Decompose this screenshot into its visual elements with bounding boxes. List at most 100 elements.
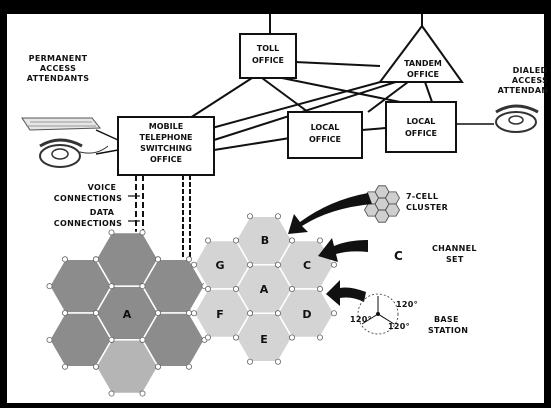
cell-site-node xyxy=(154,256,161,263)
channel-set-label-1: CHANNEL xyxy=(432,244,477,253)
dialed-attendant-label-2: ACCESS xyxy=(512,76,548,85)
cell-site-node xyxy=(108,390,115,397)
local-office-left-label-2: OFFICE xyxy=(309,135,341,144)
left-cell-cluster xyxy=(46,229,208,397)
cell-site-node xyxy=(139,283,146,290)
cell-site-node xyxy=(139,390,146,397)
cell-label-a: A xyxy=(260,283,269,296)
right-cell-cluster xyxy=(190,213,337,365)
cell-label-f: F xyxy=(216,308,224,321)
cluster-label-1: 7-CELL xyxy=(406,192,438,201)
telephone-icon xyxy=(39,138,109,168)
cell-site-node xyxy=(288,334,295,341)
cell-site-node xyxy=(190,261,197,268)
cell-site-node xyxy=(190,310,197,317)
mtso-label-2: TELEPHONE xyxy=(139,133,192,142)
tandem-office-label-1: TANDEM xyxy=(404,59,442,68)
cell-site-node xyxy=(154,363,161,370)
local-office-right-label-2: OFFICE xyxy=(405,129,437,138)
cell-site-node xyxy=(204,237,211,244)
cell-site-node xyxy=(154,309,161,316)
console-link xyxy=(95,129,119,141)
phone-link xyxy=(95,149,119,155)
angle-label-1: 120° xyxy=(396,300,418,309)
cell-site-node xyxy=(232,237,239,244)
data-trunk xyxy=(182,175,191,260)
cell-site-node xyxy=(93,363,100,370)
desk-console-icon xyxy=(21,117,102,131)
toll-office-label-2: OFFICE xyxy=(252,56,284,65)
cluster-label-2: CLUSTER xyxy=(406,203,448,212)
cell-label-b: B xyxy=(261,234,269,247)
base-station-label-2: STATION xyxy=(428,326,468,335)
cell-site-node xyxy=(288,285,295,292)
cell-label-e: E xyxy=(260,333,268,346)
cell-site-node xyxy=(139,229,146,236)
cell-site-node xyxy=(330,261,337,268)
cell-site-node xyxy=(46,283,53,290)
local-office-right-label-1: LOCAL xyxy=(407,117,436,126)
permanent-attendants-label-2: ACCESS xyxy=(40,64,76,73)
cell-site-node xyxy=(139,336,146,343)
local-office-right-box xyxy=(385,101,457,153)
cell-label-c: C xyxy=(303,259,311,272)
mtso-box xyxy=(117,116,215,176)
cell-site-node xyxy=(274,310,281,317)
mtso-label-4: OFFICE xyxy=(150,155,182,164)
cell-site-node xyxy=(330,310,337,317)
local-office-left-box xyxy=(287,111,363,159)
cell-site-node xyxy=(246,310,253,317)
angle-label-3: 120° xyxy=(388,322,410,331)
cell-site-node xyxy=(316,334,323,341)
channel-letter: C xyxy=(394,249,403,263)
base-station-label-1: BASE xyxy=(434,315,459,324)
cell-site-node xyxy=(93,309,100,316)
cell-site-node xyxy=(185,256,192,263)
cell-site-node xyxy=(62,363,69,370)
toll-office-box xyxy=(239,33,297,79)
permanent-attendants-label-3: ATTENDANTS xyxy=(27,74,90,83)
cell-site-node xyxy=(108,283,115,290)
tandem-office-label-2: OFFICE xyxy=(407,70,439,79)
cell-label-d: D xyxy=(302,308,311,321)
dialed-attendant-label-3: ATTENDAN xyxy=(498,86,549,95)
mtso-label-3: SWITCHING xyxy=(140,144,192,153)
connection-arrows xyxy=(128,195,140,222)
mini-cluster-hex xyxy=(364,203,379,217)
cell-site-node xyxy=(204,334,211,341)
cell-label-g: G xyxy=(215,259,224,272)
cell-site-node xyxy=(185,309,192,316)
cell-site-node xyxy=(62,256,69,263)
tandem-office-triangle xyxy=(378,24,464,83)
mtso-label-1: MOBILE xyxy=(149,122,183,131)
voice-label-2: CONNECTIONS xyxy=(54,194,122,203)
cell-site-node xyxy=(246,213,253,220)
cell-site-node xyxy=(316,237,323,244)
cell-site-node xyxy=(316,285,323,292)
cell-site-node xyxy=(232,285,239,292)
base-station-arrow xyxy=(326,280,366,306)
dialed-attendant-label-1: DIALED xyxy=(513,66,548,75)
angle-label-2: 120° xyxy=(350,315,372,324)
cell-site-node xyxy=(288,237,295,244)
base-station-icon xyxy=(357,293,399,335)
left-cluster-cell-label: A xyxy=(123,308,132,321)
cell-site-node xyxy=(108,229,115,236)
toll-office-label-1: TOLL xyxy=(257,44,279,53)
cell-site-node xyxy=(246,261,253,268)
local-office-left-label-1: LOCAL xyxy=(311,123,340,132)
cell-site-node xyxy=(108,336,115,343)
cell-site-node xyxy=(204,285,211,292)
data-label-1: DATA xyxy=(90,208,115,217)
network-links xyxy=(189,14,433,151)
cell-site-node xyxy=(93,256,100,263)
voice-label-1: VOICE xyxy=(88,183,117,192)
mini-cluster-hex xyxy=(385,191,400,205)
permanent-attendants-label-1: PERMANENT xyxy=(29,54,88,63)
cell-site-node xyxy=(185,363,192,370)
data-label-2: CONNECTIONS xyxy=(54,219,122,228)
cell-site-node xyxy=(274,358,281,365)
channel-set-arrow xyxy=(318,238,368,262)
